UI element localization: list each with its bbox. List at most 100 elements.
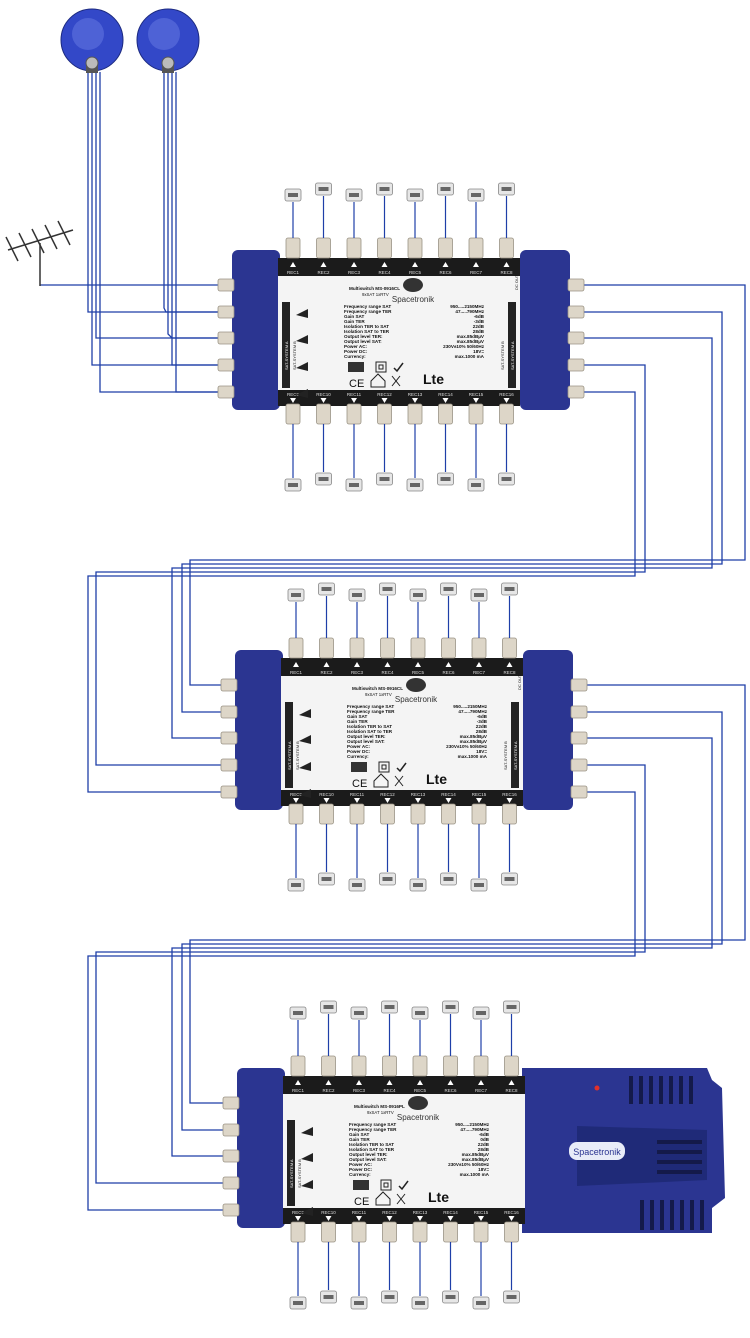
receiver-display — [476, 1301, 486, 1305]
model-name: Multiswitch MS-0916PL — [354, 1104, 405, 1109]
spec-name: Gain TER — [349, 1137, 370, 1142]
up-arrow-icon — [325, 1080, 332, 1085]
down-arrow-icon — [447, 1216, 454, 1221]
rohs-icon — [393, 362, 404, 373]
rec-label-bottom: REC16 — [504, 1210, 519, 1215]
rec-label-bottom: REC11 — [347, 392, 362, 397]
down-arrow-icon — [293, 798, 299, 803]
receiver-display — [354, 1301, 364, 1305]
vent-slot — [660, 1200, 664, 1230]
indoor-use-icon — [375, 1191, 391, 1206]
spec-name: Gain SAT — [349, 1132, 370, 1137]
receiver-display — [291, 883, 301, 887]
spec-name: Gain SAT — [344, 314, 365, 319]
output-connector — [570, 678, 588, 692]
rec-connector-top — [410, 637, 426, 659]
down-arrow-icon — [356, 1216, 362, 1221]
rec-connector-top — [377, 237, 392, 259]
receiver-icon — [320, 1290, 337, 1304]
input-arrow-icon — [296, 362, 308, 371]
rec-label-bottom: REC14 — [443, 1210, 458, 1215]
down-arrow-icon — [320, 398, 327, 403]
receiver-display — [318, 187, 329, 191]
model-config: 9xSAT 1xRTV — [367, 1110, 394, 1115]
spec-value: 22dB — [478, 1142, 490, 1147]
output-connector — [567, 278, 585, 292]
rec-label-bottom: REC9 — [290, 792, 303, 797]
output-connector — [567, 358, 585, 372]
spec-value: 230V±10% 50/60Hz — [443, 344, 485, 349]
rec-connector-top — [316, 237, 331, 259]
up-arrow-icon — [508, 1080, 515, 1085]
receiver-display — [321, 587, 332, 591]
rec-connector-bottom — [468, 403, 484, 425]
rec-label-top: REC6 — [442, 670, 455, 675]
rec-label-bottom: REC14 — [441, 792, 456, 797]
rec-label-top: REC1 — [287, 270, 300, 275]
rec-label-top: REC3 — [353, 1088, 366, 1093]
up-arrow-icon — [384, 662, 391, 667]
down-arrow-icon — [478, 1216, 484, 1221]
receiver-display — [323, 1005, 334, 1009]
brand-name: Spacetronik — [392, 295, 435, 304]
spec-name: Output level TER: — [347, 734, 386, 739]
coax-cable — [99, 72, 218, 393]
spec-value: 950.....2150MHz — [450, 304, 484, 309]
rec-label-bottom: REC12 — [377, 392, 392, 397]
spec-value: -6dB — [477, 714, 488, 719]
rec-connector-bottom — [504, 1221, 519, 1243]
model-name: Multiswitch MS-0916CL — [352, 686, 403, 691]
receiver-display — [288, 483, 298, 487]
receiver-icon — [467, 478, 485, 492]
antenna-boom — [7, 229, 74, 251]
rec-label-top: REC6 — [439, 270, 452, 275]
down-arrow-icon — [476, 798, 482, 803]
ce-mark: CE — [354, 1196, 369, 1208]
up-arrow-icon — [354, 662, 360, 667]
receiver-display — [382, 587, 393, 591]
lnb-icon — [85, 56, 99, 70]
rec-connector-top — [288, 637, 304, 659]
spec-value: max.1000 mA — [460, 1172, 490, 1177]
up-arrow-icon — [381, 262, 388, 267]
spec-value: 22dB — [476, 724, 488, 729]
weee-bin-icon — [394, 775, 404, 787]
receiver-display — [415, 1301, 425, 1305]
input-connector — [222, 1176, 240, 1190]
rec-label-bottom: REC13 — [413, 1210, 428, 1215]
vent-slot — [657, 1140, 702, 1144]
receiver-display — [410, 483, 420, 487]
spec-name: Gain SAT — [347, 714, 368, 719]
spec-name: Gain TER — [347, 719, 368, 724]
input-connector — [222, 1096, 240, 1110]
rec-connector-top — [499, 237, 514, 259]
coax-cable — [171, 72, 218, 366]
receiver-display — [501, 187, 512, 191]
up-arrow-icon — [442, 262, 449, 267]
output-connector — [567, 305, 585, 319]
receiver-icon — [467, 188, 485, 202]
spec-name: Output level SAT: — [349, 1157, 387, 1162]
side-bar-right — [511, 702, 519, 788]
input-arrow-icon — [296, 389, 308, 398]
dolby-logo-icon — [351, 762, 367, 772]
receiver-display — [504, 877, 515, 881]
receiver-display — [474, 883, 484, 887]
vent-slot — [670, 1200, 674, 1230]
rec-label-top: REC8 — [500, 270, 513, 275]
input-arrow-icon — [299, 762, 311, 771]
spec-name: Power AC: — [349, 1162, 373, 1167]
receiver-icon — [284, 478, 302, 492]
input-arrow-icon — [301, 1180, 313, 1189]
coax-cable — [181, 311, 723, 713]
receiver-display — [352, 593, 362, 597]
spec-value: 230V±10% 50/60Hz — [448, 1162, 490, 1167]
input-arrow-icon — [296, 335, 308, 344]
coax-cable — [95, 72, 218, 339]
receiver-icon — [472, 1296, 490, 1310]
spec-value: 0dB — [480, 1137, 489, 1142]
input-connector — [220, 678, 238, 692]
coax-cable — [167, 72, 218, 339]
rec-connector-bottom — [502, 803, 517, 825]
spec-value: 28dB — [473, 329, 485, 334]
